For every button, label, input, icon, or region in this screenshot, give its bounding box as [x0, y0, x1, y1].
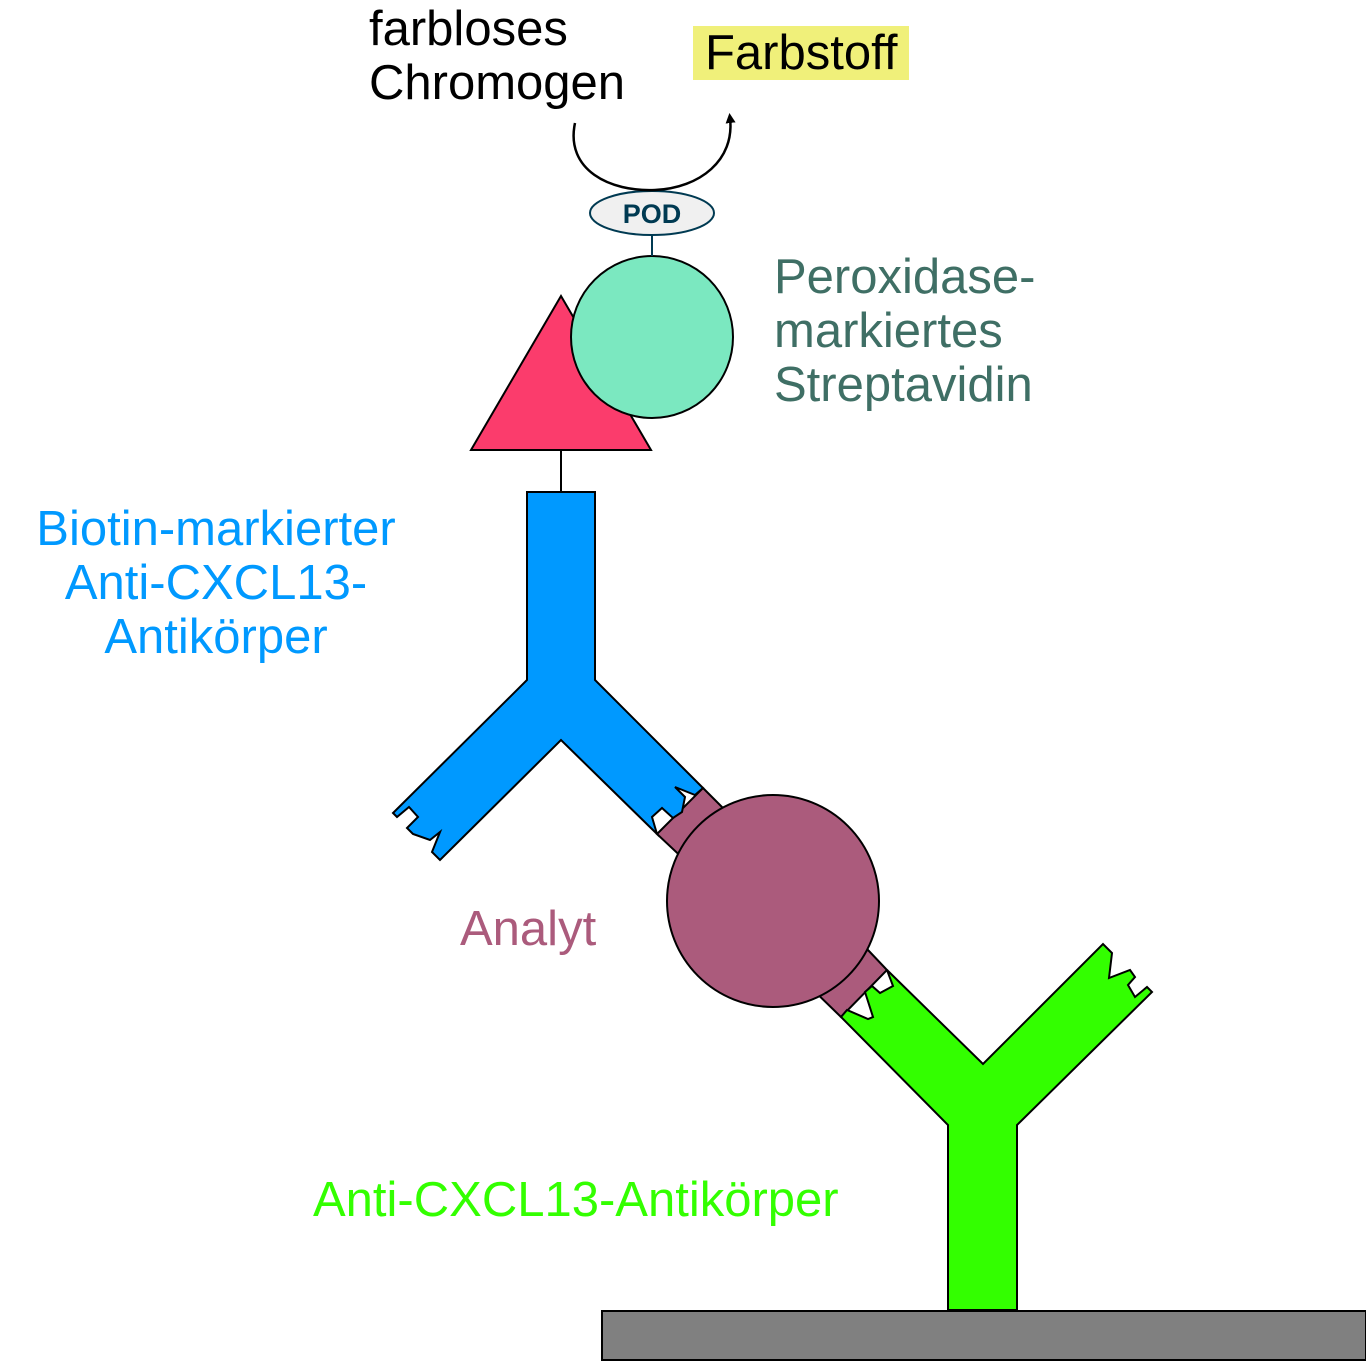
detection-antibody-line-3: Antikörper: [104, 610, 328, 664]
analyte-label: Analyt: [460, 902, 597, 956]
solid-phase-surface: [601, 1310, 1366, 1361]
streptavidin-line-2: markiertes: [774, 304, 1003, 358]
streptavidin-line-1: Peroxidase-: [774, 250, 1036, 304]
reaction-arrow-icon: [572, 113, 736, 192]
detection-antibody-line-2: Anti-CXCL13-: [64, 556, 368, 610]
dye-label: Farbstoff: [693, 26, 910, 80]
detection-antibody-shape: [391, 491, 705, 862]
capture-antibody-shape: [839, 942, 1154, 1311]
capture-antibody-label: Anti-CXCL13-Antikörper: [313, 1173, 839, 1227]
detection-antibody-label: Biotin-markierter Anti-CXCL13- Antikörpe…: [0, 502, 432, 664]
streptavidin-label: Peroxidase- markiertes Streptavidin: [774, 250, 1035, 412]
pod-label: POD: [623, 199, 682, 229]
chromogen-line-1: farbloses: [369, 2, 568, 56]
streptavidin-line-3: Streptavidin: [774, 358, 1033, 412]
detection-antibody-line-1: Biotin-markierter: [36, 502, 396, 556]
analyte-circle: [666, 794, 880, 1008]
chromogen-label: farbloses Chromogen: [369, 2, 625, 110]
chromogen-line-2: Chromogen: [369, 56, 626, 110]
streptavidin-circle: [570, 255, 734, 419]
